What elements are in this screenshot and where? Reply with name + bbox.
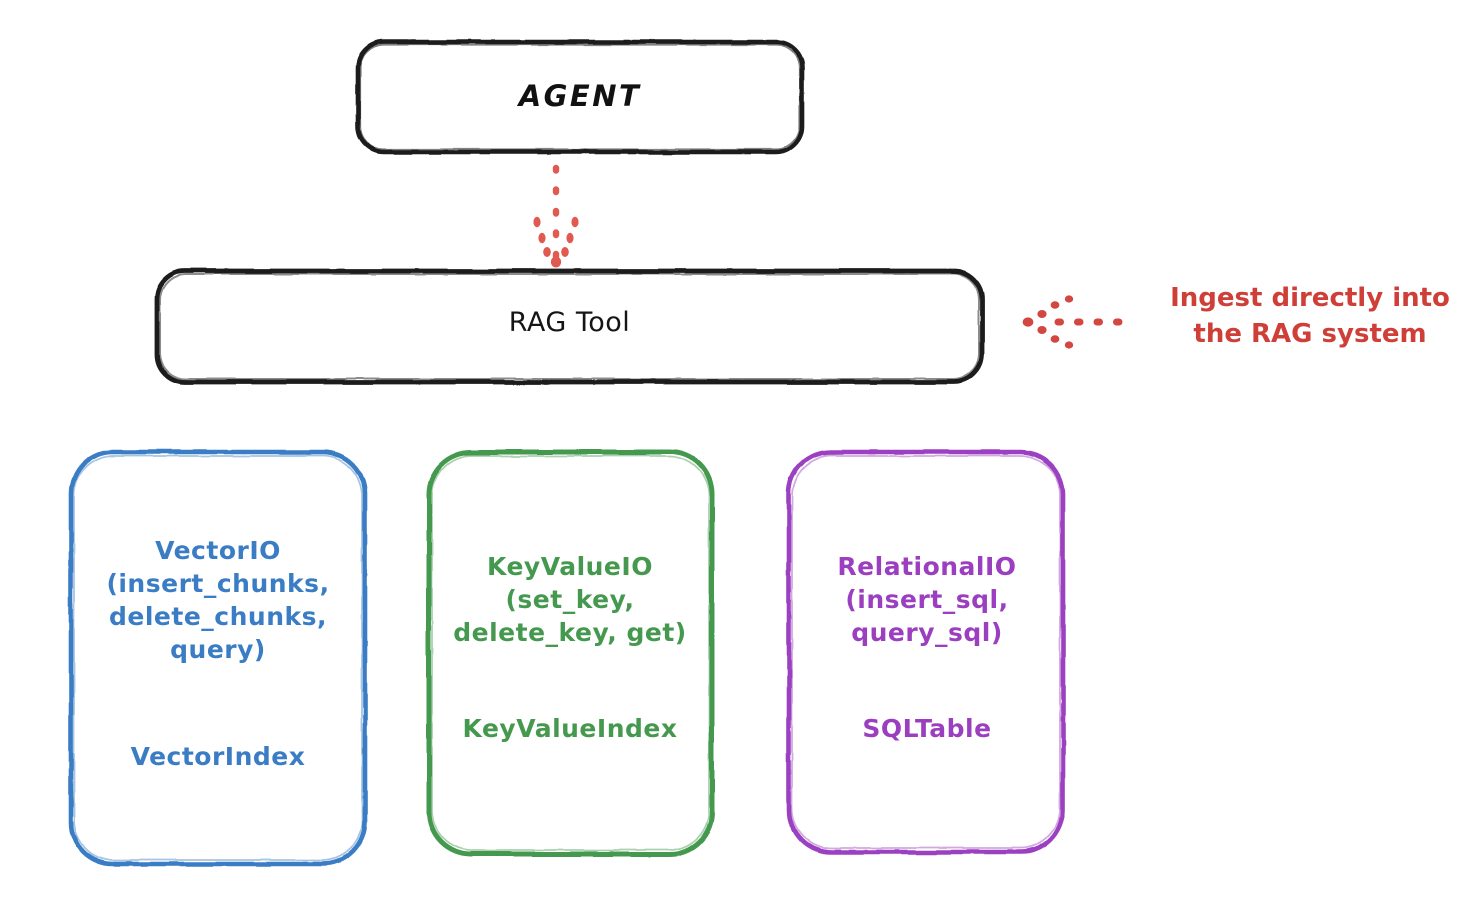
key-value-io-box-outline-sketch xyxy=(431,455,710,851)
rag-tool-box-outline-sketch xyxy=(159,273,980,380)
rag-tool-node[interactable] xyxy=(154,268,985,385)
agent-box-outline-sketch xyxy=(358,43,802,151)
key-value-io-box-outline xyxy=(426,449,715,857)
annotation-connector xyxy=(1022,295,1136,349)
rag-tool-box-outline xyxy=(154,268,985,385)
vector-io-box-outline xyxy=(68,449,368,867)
agent-node[interactable] xyxy=(355,39,805,155)
vector-io-node[interactable] xyxy=(68,449,368,867)
agent-to-rag-tool-connector xyxy=(533,164,579,268)
arrowhead-down-icon xyxy=(533,216,579,268)
key-value-io-node[interactable] xyxy=(426,449,715,857)
relational-io-box-outline-sketch xyxy=(791,455,1061,849)
arrowhead-left-icon xyxy=(1022,295,1074,349)
vector-io-box-outline-sketch xyxy=(73,455,363,861)
annotation-label: Ingest directly into the RAG system xyxy=(1170,283,1450,349)
agent-box-outline xyxy=(355,39,805,155)
relational-io-box-outline xyxy=(786,449,1066,855)
relational-io-node[interactable] xyxy=(786,449,1066,855)
